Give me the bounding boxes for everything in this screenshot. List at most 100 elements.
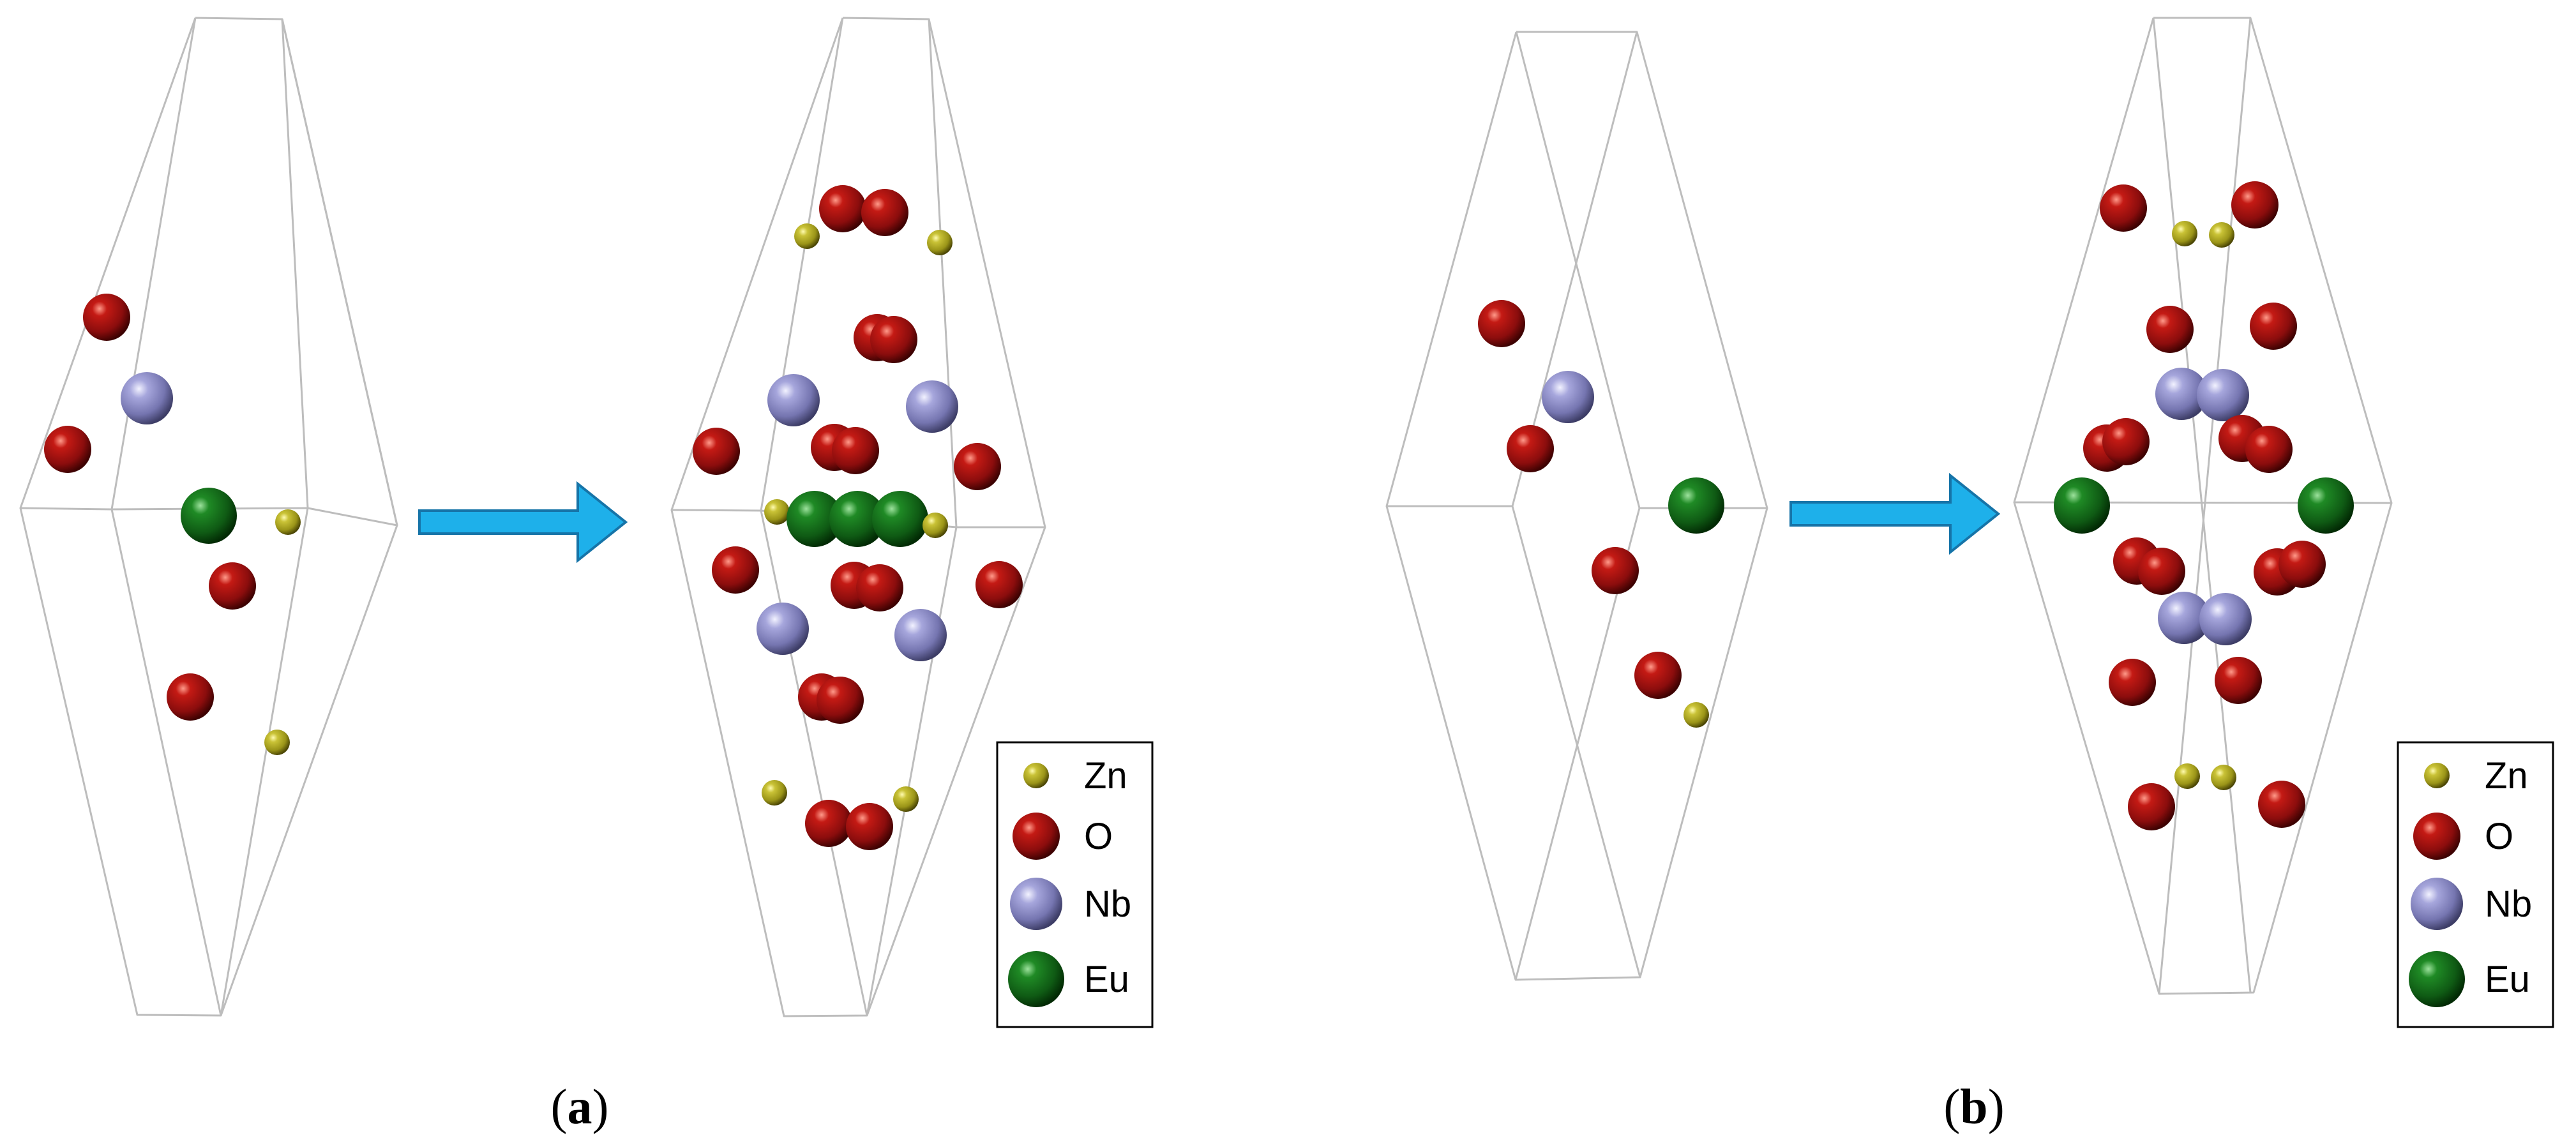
legend-label: O [1084, 816, 1113, 857]
legend-label: Eu [2485, 959, 2530, 1000]
atom-zn [762, 780, 787, 806]
atom-o [2215, 657, 2262, 704]
legend-label: Nb [2485, 883, 2532, 925]
atom-o [712, 546, 759, 594]
unit-cell [19, 17, 398, 1017]
cell-edge [220, 19, 309, 1016]
legend-item-eu: Eu [1008, 951, 1129, 1007]
atom-o [2138, 548, 2185, 595]
unit-cell [670, 17, 1046, 1017]
atom-o [832, 427, 879, 474]
atom-zn [2211, 765, 2236, 790]
unit-cell-wireframes [19, 17, 2393, 1017]
atom-o [209, 562, 256, 610]
atom-nb [894, 609, 947, 661]
atom-o [805, 800, 852, 847]
legend-item-zn: Zn [2424, 755, 2528, 797]
legend-item-nb: Nb [2411, 878, 2532, 930]
atom-zn [923, 513, 948, 538]
atom-o [870, 316, 917, 363]
atom-o [2128, 783, 2175, 830]
atom-o [856, 564, 903, 611]
atom-o [817, 677, 864, 724]
atom-o [83, 294, 130, 341]
legend-item-o: O [1013, 813, 1113, 860]
atom-nb [757, 603, 809, 655]
atom-o [954, 443, 1001, 490]
legend-label: Zn [2485, 755, 2528, 797]
atom-o [2258, 781, 2305, 828]
atom-o [1592, 547, 1639, 594]
atom-o [975, 561, 1023, 608]
cell-edge [1514, 31, 1641, 980]
atom-eu [1668, 477, 1724, 534]
atom-zn [275, 509, 301, 535]
transform-arrow-a [418, 481, 628, 564]
legend-label: Zn [1084, 755, 1127, 797]
arrow-right-icon [418, 481, 628, 564]
atom-zn [764, 499, 790, 525]
atom-eu [181, 488, 237, 544]
atom-o [167, 673, 214, 721]
atom-nb [2197, 369, 2249, 421]
atom-eu [829, 491, 885, 547]
unit-cell [2013, 17, 2393, 995]
legend-swatch [1010, 878, 1062, 930]
atom-eu [2298, 477, 2354, 534]
atom-zn [2172, 221, 2197, 246]
legend-swatch [2411, 878, 2463, 930]
legend-swatch [1023, 763, 1049, 788]
atom-nb [2199, 593, 2252, 645]
atom-nb [2155, 368, 2208, 420]
atom-zn [2174, 763, 2200, 789]
legend-item-nb: Nb [1010, 878, 1131, 930]
arrow-right-icon [1789, 472, 2001, 555]
cell-edge [111, 507, 398, 527]
legend-label: O [2485, 816, 2513, 857]
atom-o [2278, 541, 2326, 588]
legend-swatch [2424, 763, 2450, 788]
atom-nb [767, 374, 820, 426]
cell-edge [671, 509, 762, 512]
atom-o [2100, 184, 2147, 232]
legend-item-zn: Zn [1023, 755, 1127, 797]
atom-o [693, 428, 740, 475]
atom-o [44, 426, 91, 473]
legend-swatch [2409, 951, 2465, 1007]
atom-eu [2054, 477, 2110, 534]
atom-nb [2158, 592, 2210, 644]
legend-item-eu: Eu [2409, 951, 2530, 1007]
atom-zn [264, 730, 290, 755]
legend-label: Nb [1084, 883, 1131, 925]
cell-edge [2158, 17, 2252, 994]
atom-nb [121, 372, 173, 424]
cell-edge [20, 507, 112, 511]
atom-o [1634, 652, 1682, 699]
atom-eu [872, 491, 928, 547]
atom-o [819, 185, 866, 232]
atom-zn [893, 786, 919, 812]
cell-edge [866, 19, 958, 1016]
panel-label-b: (b) [1943, 1079, 2004, 1134]
atom-zn [794, 223, 820, 249]
atom-o [2250, 303, 2297, 350]
atom-eu [787, 491, 843, 547]
atoms-layer [44, 181, 2354, 850]
atom-o [1478, 300, 1525, 347]
atom-o [2146, 306, 2194, 353]
cell-edge [1511, 31, 1641, 978]
atom-o [846, 803, 893, 850]
atom-o [2102, 418, 2150, 465]
atom-o [1507, 425, 1554, 472]
atom-nb [1542, 371, 1594, 423]
legend-swatch [1013, 813, 1060, 860]
cell-edge [2152, 17, 2252, 993]
atom-o [861, 189, 908, 236]
panel-label-a: (a) [551, 1079, 609, 1134]
cell-edge [281, 19, 398, 526]
atom-o [2109, 659, 2156, 706]
legend-swatch [1008, 951, 1064, 1007]
